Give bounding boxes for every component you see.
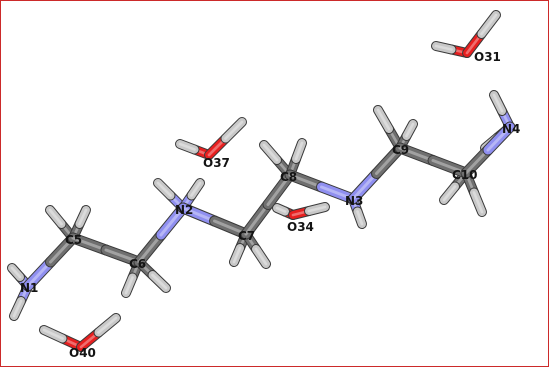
hydrogen-bond-stick — [259, 140, 295, 180]
bond-n3-c9 — [347, 142, 406, 205]
bond-n2-c7 — [177, 202, 252, 240]
hydrogen-bond-stick — [462, 10, 501, 58]
bond-c7-c8 — [240, 169, 296, 240]
bond-c10-n4 — [460, 121, 516, 179]
atom-label-o31: O31 — [474, 50, 501, 64]
atom-label-n1: N1 — [20, 281, 38, 295]
hydrogen-bond-stick — [285, 138, 307, 180]
hydrogen-bond-stick — [39, 325, 86, 352]
hydrogen-bond-stick — [288, 202, 330, 220]
atom-label-c10: C10 — [452, 168, 478, 182]
atom-label-n3: N3 — [345, 194, 363, 208]
atom-label-c7: C7 — [238, 229, 255, 243]
bond-layer — [7, 10, 516, 352]
hydrogen-bond-stick — [204, 117, 247, 160]
atom-label-c6: C6 — [129, 257, 146, 271]
atom-label-o40: O40 — [69, 346, 96, 360]
bond-c9-c10 — [394, 142, 472, 179]
hydrogen-bond-stick — [431, 41, 472, 58]
atom-label-n2: N2 — [175, 203, 193, 217]
atom-label-c5: C5 — [65, 233, 82, 247]
hydrogen-bond-stick — [76, 313, 121, 352]
atom-label-c9: C9 — [392, 143, 409, 157]
atom-label-c8: C8 — [280, 170, 297, 184]
bond-c8-n3 — [284, 169, 359, 205]
bond-c6-n2 — [133, 202, 189, 268]
atom-label-o34: O34 — [287, 220, 314, 234]
atom-label-o37: O37 — [203, 156, 230, 170]
atom-label-n4: N4 — [502, 122, 520, 136]
hydrogen-bond-stick — [373, 105, 405, 153]
bond-c5-c6 — [67, 232, 145, 268]
